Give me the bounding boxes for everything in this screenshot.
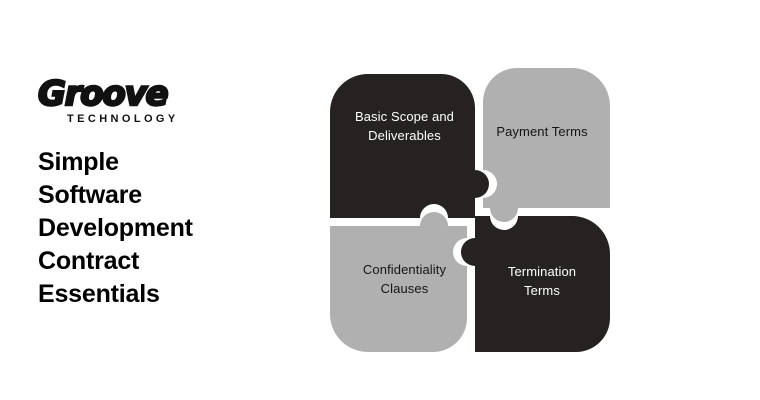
label-line: Basic Scope and (354, 109, 455, 124)
label-line: Terms (524, 283, 560, 298)
puzzle-label-termination-terms: Termination Terms (472, 262, 612, 300)
label-line: Clauses (380, 281, 429, 296)
puzzle-piece-bottom-right[interactable] (461, 216, 610, 352)
puzzle-label-payment-terms: Payment Terms (472, 122, 612, 141)
label-line: Confidentiality (362, 262, 447, 277)
page-title: Simple Software Development Contract Ess… (38, 146, 193, 311)
label-line: Deliverables (368, 128, 441, 143)
puzzle-label-basic-scope-and-deliverables: Basic Scope and Deliverables (332, 107, 477, 145)
puzzle-piece-bottom-left[interactable] (330, 212, 467, 352)
puzzle-diagram: Basic Scope and Deliverables Payment Ter… (320, 60, 620, 365)
left-content-column: Groove TECHNOLOGY Simple Software Develo… (37, 74, 288, 308)
puzzle-graphic (330, 68, 610, 352)
groove-technology-logo: Groove TECHNOLOGY (37, 74, 175, 128)
logo-wordmark: Groove (37, 74, 170, 114)
logo-subtitle: TECHNOLOGY (67, 113, 179, 125)
title-line-2: Software (38, 181, 142, 209)
label-line: Termination (507, 264, 577, 279)
puzzle-label-confidentiality-clauses: Confidentiality Clauses (332, 260, 477, 298)
title-line-5: Essentials (38, 280, 160, 308)
puzzle-piece-top-left[interactable] (330, 74, 489, 218)
label-line: Payment Terms (496, 124, 588, 139)
title-line-3: Development (38, 214, 193, 242)
title-line-1: Simple (38, 148, 119, 176)
title-line-4: Contract (38, 247, 140, 275)
puzzle-piece-top-right[interactable] (483, 68, 610, 222)
